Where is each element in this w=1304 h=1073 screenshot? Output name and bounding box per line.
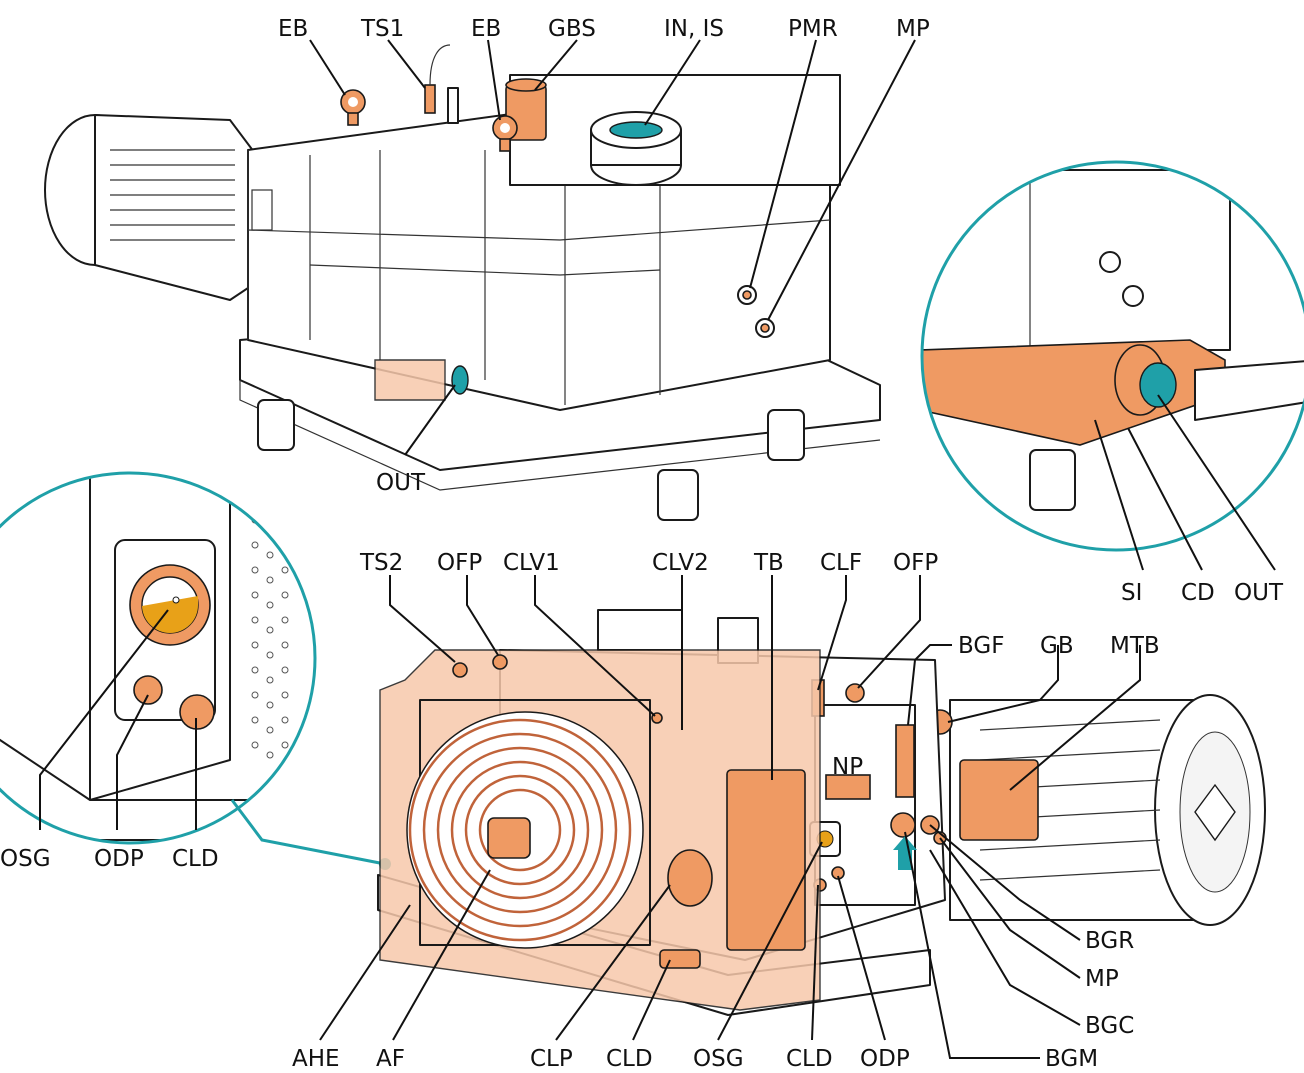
label-eb-top-right: EB: [471, 16, 501, 42]
label-osg-bottom: OSG: [693, 1046, 744, 1072]
label-ts2: TS2: [359, 550, 403, 576]
label-ofp-left: OFP: [437, 550, 482, 576]
label-cld-detail: CLD: [172, 846, 219, 872]
label-cld-bottom-right: CLD: [786, 1046, 833, 1072]
label-odp-bottom: ODP: [860, 1046, 910, 1072]
label-af: AF: [376, 1046, 405, 1072]
bottom-motor: [927, 694, 1266, 926]
label-si: SI: [1121, 580, 1142, 606]
top-pump-illustration: [44, 44, 881, 521]
label-clv1: CLV1: [503, 550, 560, 576]
detail-left-leaders: [39, 609, 197, 830]
label-mp-bottom: MP: [1085, 966, 1119, 992]
detail-circle-outlet: [920, 160, 1304, 552]
label-in-is: IN, IS: [664, 16, 724, 42]
label-clv2: CLV2: [652, 550, 709, 576]
label-gbs: GBS: [548, 16, 596, 42]
label-pmr: PMR: [788, 16, 838, 42]
top-leader-lines: [309, 39, 916, 456]
label-osg-detail: OSG: [0, 846, 51, 872]
label-bgc: BGC: [1085, 1013, 1134, 1039]
fan-grille: [408, 718, 632, 942]
label-ts1: TS1: [360, 16, 404, 42]
label-clf: CLF: [820, 550, 862, 576]
label-gb: GB: [1040, 633, 1074, 659]
label-mp-top: MP: [896, 16, 930, 42]
label-bgf: BGF: [958, 633, 1004, 659]
label-cld-bottom-left: CLD: [606, 1046, 653, 1072]
detail-circle-oil-sight: [0, 471, 391, 870]
label-tb: TB: [753, 550, 784, 576]
top-pump-body: [247, 44, 841, 411]
top-motor: [44, 114, 261, 301]
label-eb-top-left: EB: [278, 16, 308, 42]
bottom-pump-illustration: [377, 609, 1266, 1016]
label-ofp-right: OFP: [893, 550, 938, 576]
label-clp: CLP: [530, 1046, 573, 1072]
label-cd: CD: [1181, 580, 1215, 606]
detail-right-leaders: [1094, 394, 1276, 571]
label-np: NP: [832, 754, 863, 780]
label-bgm: BGM: [1045, 1046, 1098, 1072]
label-bgr: BGR: [1085, 928, 1134, 954]
label-out-top: OUT: [376, 470, 426, 496]
label-mtb: MTB: [1110, 633, 1160, 659]
label-ahe: AHE: [292, 1046, 340, 1072]
label-odp-detail: ODP: [94, 846, 144, 872]
label-out-detail: OUT: [1234, 580, 1284, 606]
bottom-leader-lines: [319, 575, 1141, 1059]
